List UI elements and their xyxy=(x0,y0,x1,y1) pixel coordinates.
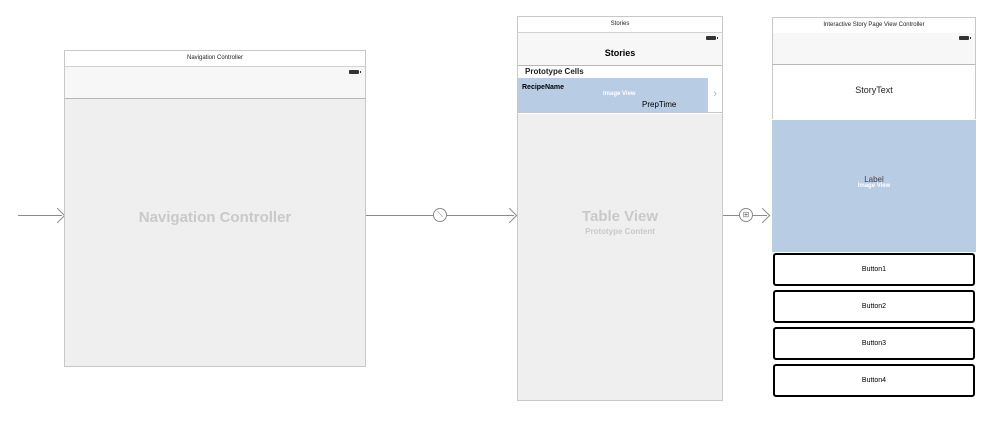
nav-controller-body: Navigation Controller xyxy=(65,99,365,366)
push-segue-icon[interactable]: ⊞ xyxy=(739,208,753,222)
nav-controller-caption: Navigation Controller xyxy=(138,209,292,226)
image-view-label: Image View xyxy=(857,183,891,189)
navigation-bar: Stories xyxy=(518,33,722,66)
entry-arrow-head xyxy=(49,207,66,224)
story-page-scene[interactable]: Interactive Story Page View Controller S… xyxy=(771,16,977,401)
image-label: Label xyxy=(864,175,884,184)
navigation-controller-scene[interactable]: Navigation Controller Navigation Control… xyxy=(64,50,366,367)
status-bar xyxy=(518,33,722,43)
navigation-bar xyxy=(772,33,976,65)
button-3[interactable]: Button3 xyxy=(773,327,975,360)
scene-title[interactable]: Interactive Story Page View Controller xyxy=(772,17,976,34)
button-4[interactable]: Button4 xyxy=(773,364,975,397)
chevron-right-icon: › xyxy=(713,88,717,100)
table-view-body: Table View Prototype Content xyxy=(518,114,722,400)
status-bar xyxy=(773,33,975,43)
table-view-subcaption: Prototype Content xyxy=(585,227,655,236)
battery-icon xyxy=(959,36,971,40)
table-view-caption: Table View xyxy=(581,208,659,225)
recipe-name-label: RecipeName xyxy=(522,84,565,91)
root-segue-arrow-head xyxy=(501,207,518,224)
prototype-cells-header: Prototype Cells xyxy=(525,67,584,76)
root-segue-icon[interactable]: ⟍ xyxy=(433,208,447,222)
story-text-area: StoryText xyxy=(772,65,976,119)
battery-icon xyxy=(349,70,361,74)
button-1[interactable]: Button1 xyxy=(773,253,975,286)
entry-arrow-line xyxy=(18,215,62,216)
scene-title[interactable]: Navigation Controller xyxy=(65,51,365,67)
image-view-label: Image View xyxy=(603,91,636,97)
story-image-view[interactable]: Label Image View xyxy=(772,120,976,252)
navigation-bar xyxy=(65,67,365,99)
status-bar xyxy=(65,67,365,77)
prep-time-label: PrepTime xyxy=(642,100,677,109)
button-2[interactable]: Button2 xyxy=(773,290,975,323)
stories-scene[interactable]: Stories Stories Prototype Cells RecipeNa… xyxy=(517,16,723,401)
nav-title: Stories xyxy=(604,48,636,58)
scene-title[interactable]: Stories xyxy=(518,17,722,33)
prototype-cell[interactable]: RecipeName Image View PrepTime › xyxy=(518,78,722,113)
push-segue-arrow-head xyxy=(754,207,771,224)
cell-image-view xyxy=(518,78,708,112)
battery-icon xyxy=(706,36,718,40)
story-text-label: StoryText xyxy=(855,85,893,95)
